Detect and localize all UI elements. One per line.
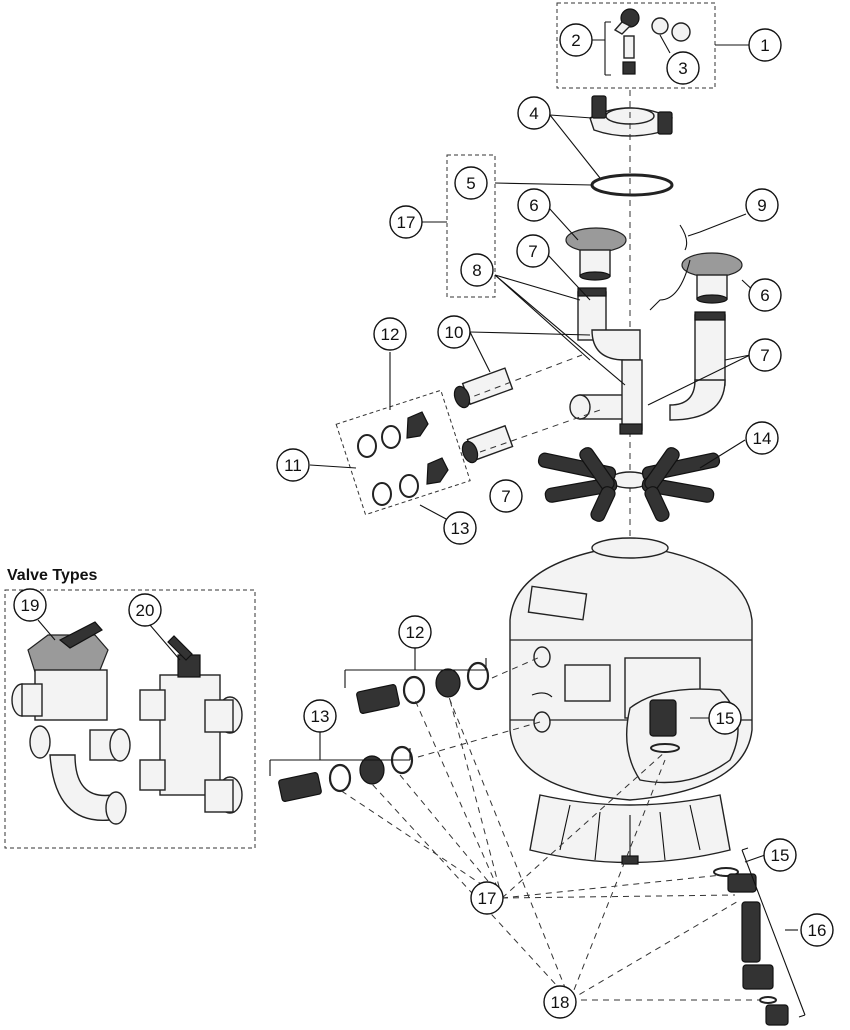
callout-15-upper: 15: [708, 701, 742, 735]
svg-text:13: 13: [451, 519, 470, 538]
svg-text:12: 12: [381, 325, 400, 344]
callout-17-upper: 17: [389, 205, 423, 239]
bulkhead-rings-lower: [372, 457, 449, 506]
side-fitting-upper-set: [356, 661, 490, 714]
callout-8: 8: [460, 253, 494, 287]
callout-20: 20: [128, 593, 162, 627]
callout-13-lower: 13: [303, 699, 337, 733]
callout-5: 5: [454, 166, 488, 200]
right-elbow-pipe-part: [669, 311, 726, 421]
callout-4: 4: [517, 96, 551, 130]
drain-bracket: [741, 847, 806, 1018]
callout-14: 14: [745, 421, 779, 455]
o-ring-kit-box: [446, 154, 496, 298]
svg-text:12: 12: [406, 623, 425, 642]
tank-lid-part: [589, 95, 673, 137]
gauge-assembly-box: [556, 2, 716, 89]
slide-valve-part: [139, 635, 243, 814]
callout-10: 10: [437, 315, 471, 349]
elbow-pipe-assembly-part: [569, 287, 643, 435]
pressure-gauge-part: [613, 8, 691, 75]
lateral-assembly-part: [537, 447, 721, 522]
callout-7-lower: 7: [489, 479, 523, 513]
svg-text:7: 7: [760, 346, 769, 365]
callout-16: 16: [800, 913, 834, 947]
svg-text:7: 7: [528, 242, 537, 261]
svg-text:19: 19: [21, 596, 40, 615]
callout-11: 11: [276, 448, 310, 482]
svg-text:20: 20: [136, 601, 155, 620]
callout-9: 9: [745, 188, 779, 222]
svg-text:1: 1: [760, 36, 769, 55]
diffuser-right-part: [681, 252, 743, 304]
callout-3: 3: [666, 51, 700, 85]
callout-7-upper: 7: [516, 234, 550, 268]
svg-text:17: 17: [478, 889, 497, 908]
callout-17-lower: 17: [470, 881, 504, 915]
leader-lines: [37, 21, 798, 931]
svg-text:2: 2: [571, 31, 580, 50]
side-fitting-lower-set: [278, 745, 414, 802]
svg-text:6: 6: [760, 286, 769, 305]
valve-types-title: Valve Types: [7, 567, 98, 584]
svg-text:16: 16: [808, 921, 827, 940]
svg-text:15: 15: [771, 846, 790, 865]
svg-text:7: 7: [501, 487, 510, 506]
air-relief-tube-part: [649, 224, 691, 311]
svg-text:5: 5: [466, 174, 475, 193]
diffuser-left-part: [565, 227, 627, 281]
svg-text:13: 13: [311, 707, 330, 726]
multiport-valve-part: [11, 621, 131, 825]
bulkhead-kit-box: [335, 389, 471, 516]
callout-7-right: 7: [748, 338, 782, 372]
callout-6-right: 6: [748, 278, 782, 312]
callout-12-lower: 12: [398, 615, 432, 649]
callout-15-lower: 15: [763, 838, 797, 872]
pipe-adapter-upper-part: [453, 367, 514, 409]
lid-o-ring-part: [590, 173, 674, 197]
bulkhead-rings-upper: [357, 411, 429, 458]
svg-text:6: 6: [529, 196, 538, 215]
svg-text:3: 3: [678, 59, 687, 78]
callout-19: 19: [13, 588, 47, 622]
svg-text:11: 11: [284, 456, 302, 475]
callout-13-upper: 13: [443, 511, 477, 545]
svg-text:9: 9: [757, 196, 766, 215]
filter-tank-part: [509, 537, 753, 865]
drain-assembly-part: [713, 867, 789, 1026]
callout-6-left: 6: [517, 188, 551, 222]
reference-dash-lines: [339, 354, 760, 1001]
callout-18: 18: [543, 985, 577, 1019]
svg-text:4: 4: [529, 104, 538, 123]
svg-text:10: 10: [445, 323, 464, 342]
svg-text:15: 15: [716, 709, 735, 728]
pipe-adapter-lower-part: [461, 424, 514, 464]
callout-1: 1: [748, 28, 782, 62]
svg-text:14: 14: [753, 429, 772, 448]
svg-text:18: 18: [551, 993, 570, 1012]
callout-12-upper: 12: [373, 317, 407, 351]
svg-text:17: 17: [397, 213, 416, 232]
callout-2: 2: [559, 23, 593, 57]
svg-text:8: 8: [472, 261, 481, 280]
valve-types-box: [4, 589, 256, 849]
